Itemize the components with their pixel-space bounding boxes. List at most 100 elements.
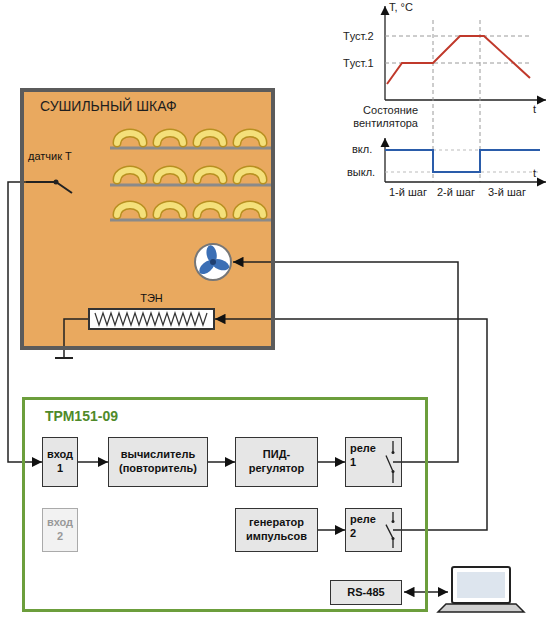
- fan-blade: [210, 257, 230, 273]
- switch-contact: [392, 470, 395, 473]
- pasta: [117, 170, 143, 180]
- pasta: [197, 205, 223, 215]
- shelf: [110, 219, 271, 222]
- setpoint-label: Tуст.2: [343, 30, 374, 43]
- fan-housing: [195, 244, 231, 280]
- signal-wire: [318, 529, 345, 531]
- node-text: СУШИЛЬНЫЙ ШКАФ: [40, 98, 177, 116]
- node-text: вычислитель (повторитель): [112, 448, 204, 476]
- pasta: [237, 205, 263, 215]
- process-box: ПИД-регулятор: [235, 437, 318, 487]
- switch-stroke: [386, 441, 401, 483]
- temperature-curve: [387, 36, 530, 84]
- pasta: [157, 205, 183, 215]
- shelf: [110, 184, 271, 187]
- sensor-probe: [26, 182, 72, 193]
- fan-wire: [233, 262, 458, 462]
- fan-hub: [210, 259, 216, 265]
- node-text: ТЭН: [70, 292, 233, 306]
- pasta: [237, 205, 263, 215]
- step-label: 3-й шаг: [488, 186, 526, 199]
- node-text: ПИД-регулятор: [239, 448, 314, 476]
- input-box-disabled: вход 2: [42, 508, 78, 552]
- pasta: [157, 133, 183, 143]
- node-text: вход 1: [46, 448, 74, 476]
- axis: [385, 181, 546, 182]
- axis: [384, 6, 385, 100]
- pasta: [117, 133, 143, 143]
- state-label: вкл.: [352, 143, 372, 156]
- sensor-dot: [54, 180, 59, 185]
- pasta: [197, 205, 223, 215]
- signal-wire: [8, 182, 42, 462]
- pasta: [157, 170, 183, 180]
- laptop-display: [457, 572, 505, 598]
- chart-title: Состояние вентилятора: [318, 104, 418, 130]
- heater-coil: [90, 310, 213, 328]
- process-box: вычислитель (повторитель): [108, 437, 208, 487]
- axis-label: t: [533, 103, 536, 116]
- pasta: [197, 133, 223, 143]
- pasta: [117, 205, 143, 215]
- fan-state-line: [385, 150, 540, 172]
- node-text: ТРМ151-09: [45, 408, 118, 426]
- coil-stroke: [95, 313, 207, 325]
- switch-contact: [392, 451, 395, 454]
- step-label: 1-й шаг: [389, 186, 427, 199]
- signal-wire: [318, 461, 345, 463]
- pasta: [197, 170, 223, 180]
- switch-contact: [392, 537, 395, 540]
- relay-switch: [383, 438, 401, 486]
- pasta: [117, 170, 143, 180]
- axis-label: T, °C: [389, 1, 413, 14]
- process-box: генератор импульсов: [235, 508, 318, 552]
- node-text: реле 2: [350, 513, 380, 541]
- signal-wire: [78, 461, 108, 463]
- step-label: 2-й шаг: [437, 186, 475, 199]
- pasta: [157, 205, 183, 215]
- laptop-base: [438, 604, 524, 612]
- pasta: [197, 170, 223, 180]
- pasta: [157, 133, 183, 143]
- guide-line: [385, 36, 530, 37]
- switch-contact: [392, 520, 395, 523]
- setpoint-label: Tуст.1: [343, 57, 374, 70]
- node-text: генератор импульсов: [239, 516, 314, 544]
- node-text: реле 1: [350, 442, 380, 470]
- pasta: [237, 133, 263, 143]
- fan-blade: [197, 258, 217, 277]
- axis: [384, 138, 385, 182]
- sensor: датчик Т: [26, 150, 88, 196]
- pasta: [237, 133, 263, 143]
- heater: ТЭН: [88, 308, 215, 330]
- laptop-screen: [452, 567, 510, 603]
- cabinet-fill: [20, 88, 275, 350]
- relay-switch: [383, 509, 401, 551]
- pasta: [117, 133, 143, 143]
- cabinet: датчик Т ТЭН СУШИЛЬНЫЙ ШКАФ: [20, 88, 275, 350]
- node-text: RS-485: [347, 586, 384, 600]
- axis-label: t: [533, 167, 536, 180]
- node-text: вход 2: [46, 516, 74, 544]
- pasta: [197, 133, 223, 143]
- signal-wire: [215, 319, 487, 530]
- relay-box: реле 2: [345, 508, 402, 552]
- node-text: датчик Т: [28, 150, 72, 164]
- axis: [385, 99, 546, 100]
- ground-wire: [64, 319, 88, 358]
- shelf: [110, 147, 271, 150]
- signal-wire: [208, 461, 235, 463]
- pasta: [157, 170, 183, 180]
- pasta: [237, 170, 263, 180]
- controller: вход 1 вход 2 вычислитель (повторитель) ПИД…: [22, 397, 428, 612]
- relay-box: реле 1: [345, 437, 402, 487]
- pasta: [237, 170, 263, 180]
- input-box: вход 1: [42, 437, 78, 487]
- ground-symbol: [55, 357, 73, 359]
- pasta: [117, 205, 143, 215]
- controller-fill: [22, 397, 428, 612]
- state-label: выкл.: [347, 166, 375, 179]
- switch-stroke: [386, 512, 401, 548]
